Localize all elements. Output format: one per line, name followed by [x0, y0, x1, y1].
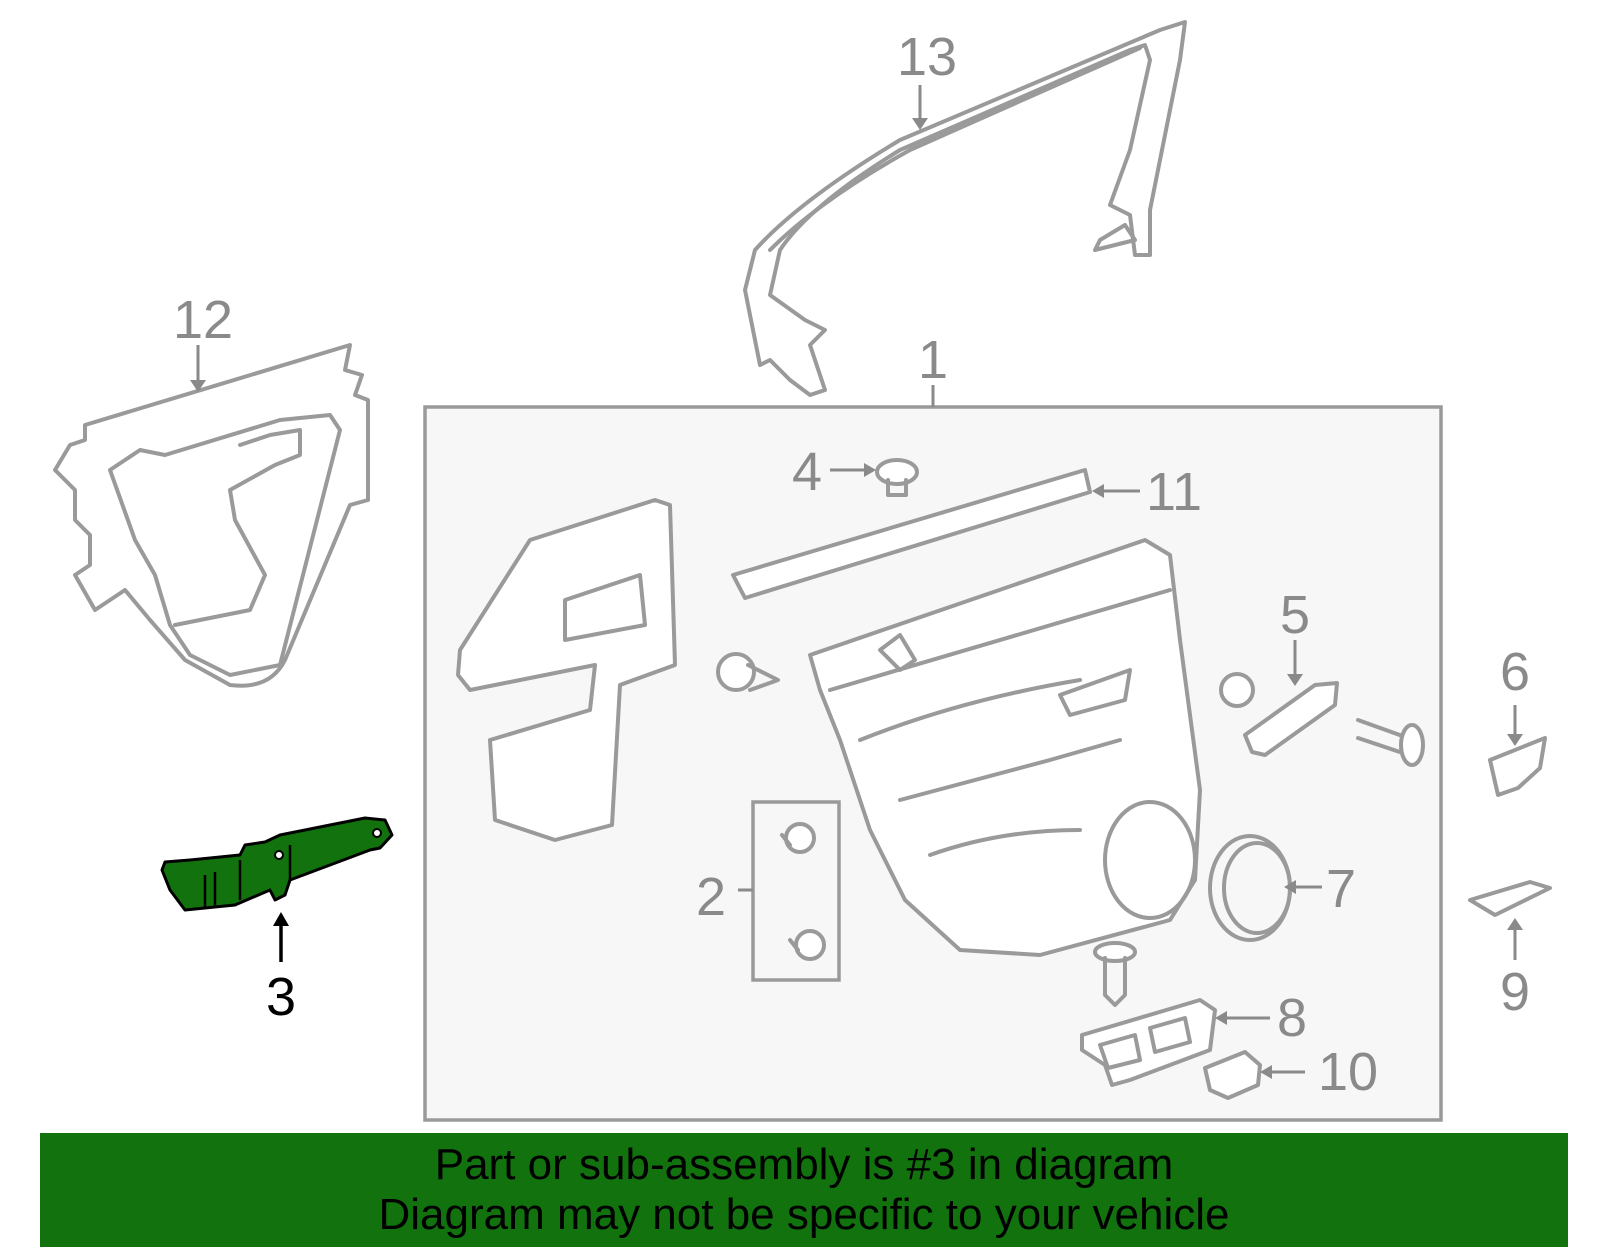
banner-line-2: Diagram may not be specific to your vehi…: [378, 1190, 1230, 1239]
part-12-water-deflector[interactable]: [53, 343, 370, 688]
info-banner: Part or sub-assembly is #3 in diagram Di…: [40, 1133, 1568, 1247]
callout-8: 8: [1277, 988, 1307, 1048]
part-8-switch-bezel[interactable]: [1080, 998, 1217, 1087]
part-4-push-clip[interactable]: [875, 458, 919, 497]
callout-10: 10: [1318, 1042, 1378, 1102]
callout-4: 4: [792, 442, 822, 502]
callout-9: 9: [1500, 962, 1530, 1022]
panel-screw: [1093, 941, 1137, 1007]
callout-3: 3: [266, 967, 296, 1027]
part-11-beltline-strip[interactable]: [731, 468, 1092, 600]
callout-1: 1: [918, 330, 948, 390]
part-9-cover[interactable]: [1468, 880, 1552, 917]
trim-panel-insert: [456, 498, 677, 842]
part-3-bracket-highlighted[interactable]: [160, 816, 394, 912]
callout-7: 7: [1326, 859, 1356, 919]
callout-11: 11: [1146, 462, 1202, 522]
part-5-pull-cup[interactable]: [1243, 681, 1339, 757]
callout-5: 5: [1280, 585, 1310, 645]
screw-right: [1356, 718, 1425, 767]
nut-right: [1219, 672, 1255, 708]
part-1-door-trim-panel[interactable]: [808, 538, 1202, 957]
callout-12: 12: [173, 290, 233, 350]
banner-line-1: Part or sub-assembly is #3 in diagram: [434, 1140, 1174, 1189]
part-13-window-seal[interactable]: [743, 20, 1187, 397]
trim-fastener-left: [716, 652, 780, 692]
callout-13: 13: [897, 27, 957, 87]
callout-6: 6: [1500, 642, 1530, 702]
part-2-clips: [780, 822, 826, 961]
callout-2: 2: [696, 867, 726, 927]
part-10-switch[interactable]: [1203, 1050, 1262, 1100]
part-6-cap[interactable]: [1488, 736, 1547, 797]
